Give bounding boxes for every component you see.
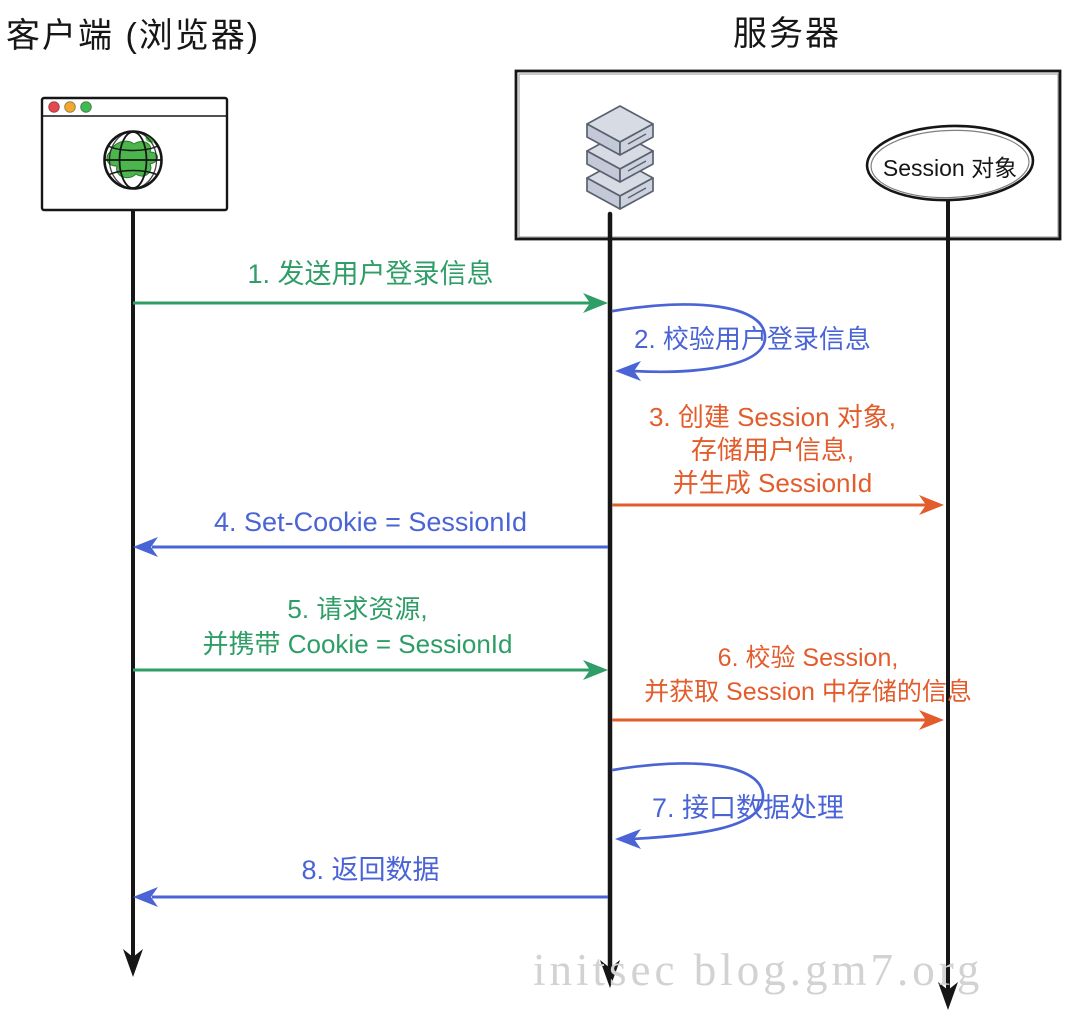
message-3-line-3: 并生成 SessionId — [672, 468, 873, 498]
message-3-label: 3. 创建 Session 对象, 存储用户信息, 并生成 SessionId — [615, 401, 930, 500]
message-5-arrow — [133, 660, 608, 680]
message-6-line-1: 6. 校验 Session, — [717, 644, 899, 672]
server-stack-icon — [586, 105, 654, 210]
message-6-label: 6. 校验 Session, 并获取 Session 中存储的信息 — [598, 641, 1018, 709]
message-6-line-2: 并获取 Session 中存储的信息 — [644, 678, 972, 706]
message-3-line-2: 存储用户信息, — [690, 435, 855, 465]
message-1-label: 1. 发送用户登录信息 — [247, 259, 494, 289]
message-4-arrow — [133, 537, 608, 557]
red-dot — [48, 101, 60, 113]
message-2-label: 2. 校验用户登录信息 — [634, 324, 871, 354]
server-actor-title: 服务器 — [733, 15, 841, 53]
message-6-arrow — [612, 710, 944, 730]
yellow-dot — [64, 101, 76, 113]
message-5-label: 5. 请求资源, 并携带 Cookie = SessionId — [105, 592, 610, 662]
session-object-ellipse — [865, 124, 1035, 202]
message-7-label: 7. 接口数据处理 — [652, 793, 845, 823]
globe-icon — [103, 130, 163, 190]
session-object-label: Session 对象 — [882, 155, 1018, 181]
watermark: initsec blog.gm7.org — [533, 945, 984, 995]
message-3-arrow — [612, 495, 944, 515]
message-5-line-1: 5. 请求资源, — [287, 594, 428, 624]
client-lifeline — [123, 209, 143, 977]
client-actor-title: 客户端 (浏览器) — [6, 17, 261, 55]
message-5-line-2: 并携带 Cookie = SessionId — [202, 629, 513, 659]
message-7-self-loop — [611, 762, 765, 849]
browser-window — [40, 96, 229, 212]
green-dot — [80, 101, 92, 113]
message-2-self-loop — [611, 303, 767, 381]
server-lifeline — [600, 211, 620, 988]
message-1-arrow — [133, 293, 608, 313]
server-box — [514, 69, 1062, 241]
message-3-line-1: 3. 创建 Session 对象, — [648, 402, 897, 432]
message-8-arrow — [133, 887, 608, 907]
session-lifeline — [938, 199, 958, 1010]
message-8-label: 8. 返回数据 — [301, 855, 440, 885]
message-4-label: 4. Set-Cookie = SessionId — [214, 507, 527, 537]
